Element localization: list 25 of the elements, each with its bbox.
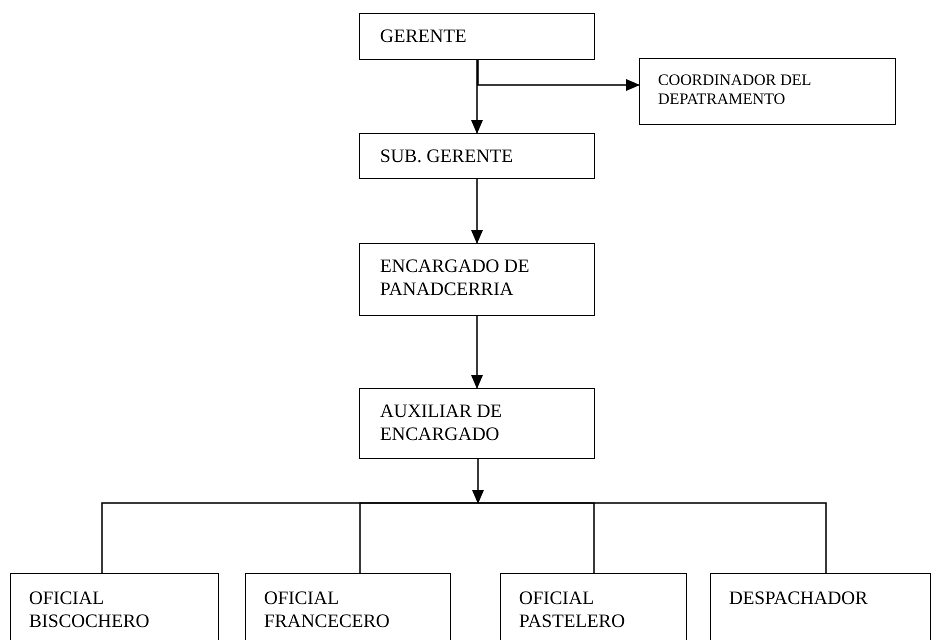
position-box bbox=[359, 388, 595, 459]
position-title: OFICIAL FRANCECERO bbox=[264, 588, 391, 634]
position-title: GERENTE bbox=[380, 26, 468, 49]
position-title: AUXILIAR DE ENCARGADO bbox=[380, 401, 503, 447]
position-box bbox=[10, 573, 219, 640]
position-title: OFICIAL BISCOCHERO bbox=[29, 588, 150, 634]
position-box bbox=[359, 133, 595, 179]
position-box bbox=[639, 58, 896, 125]
position-title: ENCARGADO DE PANADCERRIA bbox=[380, 256, 530, 302]
position-box bbox=[245, 573, 451, 640]
arrow bbox=[471, 179, 483, 244]
position-box bbox=[359, 243, 595, 316]
position-title: SUB. GERENTE bbox=[380, 146, 514, 169]
position-title: COORDINADOR DEL DEPATRAMENTO bbox=[658, 71, 812, 110]
position-box bbox=[710, 573, 931, 640]
arrow bbox=[471, 316, 483, 389]
connector-line bbox=[478, 502, 827, 573]
arrow bbox=[477, 60, 640, 91]
position-box bbox=[359, 13, 595, 60]
connector-line bbox=[359, 502, 478, 573]
arrow bbox=[471, 60, 483, 134]
position-title: OFICIAL PASTELERO bbox=[519, 588, 626, 634]
position-title: DESPACHADOR bbox=[729, 588, 869, 611]
position-box bbox=[500, 573, 687, 640]
arrow bbox=[472, 459, 484, 504]
